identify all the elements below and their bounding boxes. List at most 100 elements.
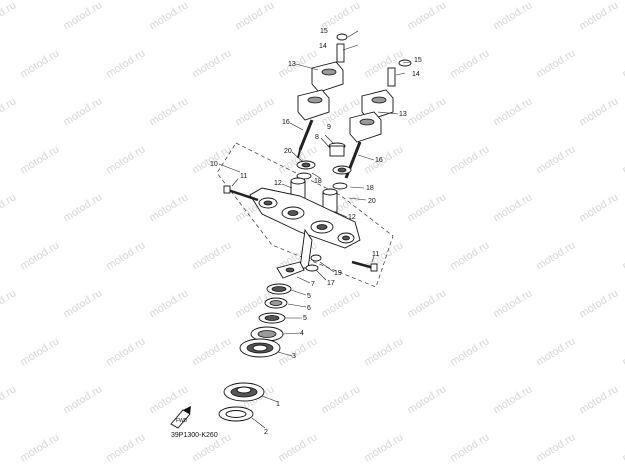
watermark-text: motod.ru: [405, 191, 448, 224]
callout-19: 19: [334, 270, 342, 277]
watermark-text: motod.ru: [18, 431, 61, 464]
watermark-text: motod.ru: [319, 383, 362, 416]
callout-14a: 14: [319, 43, 327, 50]
callout-6: 6: [307, 305, 311, 312]
callout-17: 17: [327, 280, 335, 287]
callout-16a: 16: [282, 119, 290, 126]
watermark-text: motod.ru: [0, 95, 18, 128]
watermark-text: motod.ru: [61, 287, 104, 320]
watermark-text: motod.ru: [0, 383, 18, 416]
watermark-text: motod.ru: [534, 47, 577, 80]
watermark-text: motod.ru: [448, 47, 491, 80]
watermark-text: motod.ru: [448, 431, 491, 464]
watermark-text: motod.ru: [18, 143, 61, 176]
watermark-text: motod.ru: [18, 335, 61, 368]
callout-20b: 20: [368, 198, 376, 205]
watermark-text: motod.ru: [104, 335, 147, 368]
watermark-text: motod.ru: [491, 0, 534, 33]
watermark-text: motod.ru: [61, 0, 104, 33]
watermark-text: motod.ru: [362, 431, 405, 464]
callout-18b: 18: [366, 185, 374, 192]
watermark-text: motod.ru: [147, 191, 190, 224]
watermark-text: motod.ru: [104, 143, 147, 176]
watermark-text: motod.ru: [577, 383, 620, 416]
bearing-stack: [218, 261, 305, 422]
watermark-text: motod.ru: [190, 47, 233, 80]
watermark-text: motod.ru: [0, 191, 18, 224]
callout-11b: 11: [372, 251, 379, 258]
watermark-text: motod.ru: [147, 95, 190, 128]
callout-5b: 5: [303, 315, 307, 322]
watermark-text: motod.ru: [534, 431, 577, 464]
watermark-text: motod.ru: [620, 239, 625, 272]
dampers-washers: [290, 142, 352, 213]
watermark-text: motod.ru: [104, 239, 147, 272]
watermark-text: motod.ru: [620, 431, 625, 464]
watermark-text: motod.ru: [18, 239, 61, 272]
watermark-text: motod.ru: [577, 95, 620, 128]
watermark-text: motod.ru: [190, 239, 233, 272]
callout-1: 1: [276, 401, 280, 408]
leader-lines: [218, 30, 411, 429]
callout-7: 7: [311, 281, 315, 288]
callout-4: 4: [300, 330, 304, 337]
watermark-text: motod.ru: [534, 335, 577, 368]
callout-numbers: 1 2 3 4 5 6 5 7 8 9 10 11 11 12 12 13 13…: [210, 28, 422, 436]
watermark-text: motod.ru: [18, 47, 61, 80]
watermark-text: motod.ru: [491, 191, 534, 224]
callout-18a: 18: [314, 178, 322, 185]
watermark-text: motod.ru: [147, 287, 190, 320]
fwd-arrow-icon: FWD: [170, 406, 191, 429]
watermark-text: motod.ru: [276, 431, 319, 464]
watermark-text: motod.ru: [362, 335, 405, 368]
watermark-text: motod.ru: [276, 143, 319, 176]
watermark-text: motod.ru: [362, 143, 405, 176]
stem-washers: [305, 254, 322, 272]
callout-14b: 14: [412, 71, 420, 78]
fwd-label: FWD: [176, 418, 188, 424]
watermark-text: motod.ru: [405, 287, 448, 320]
callout-10: 10: [210, 161, 218, 168]
watermark-text: motod.ru: [0, 287, 18, 320]
watermark-text: motod.ru: [0, 0, 18, 33]
callout-11a: 11: [240, 173, 247, 180]
callout-20a: 20: [284, 148, 292, 155]
watermark-text: motod.ru: [577, 0, 620, 33]
callout-5a: 5: [307, 293, 311, 300]
watermark-text: motod.ru: [104, 47, 147, 80]
watermark-text: motod.ru: [319, 287, 362, 320]
watermark-text: motod.ru: [233, 95, 276, 128]
callout-12b: 12: [348, 214, 356, 221]
callout-16b: 16: [375, 157, 383, 164]
watermark-text: motod.ru: [491, 287, 534, 320]
watermark-text: motod.ru: [61, 383, 104, 416]
callout-15b: 15: [414, 57, 422, 64]
callout-2: 2: [264, 429, 268, 436]
callout-13b: 13: [399, 111, 407, 118]
watermark-text: motod.ru: [534, 143, 577, 176]
watermark-text: motod.ru: [491, 95, 534, 128]
callout-13a: 13: [288, 61, 296, 68]
callout-12a: 12: [274, 180, 282, 187]
watermark-text: motod.ru: [233, 0, 276, 33]
under-bracket: [223, 185, 378, 272]
callout-9: 9: [327, 124, 331, 131]
callout-3: 3: [292, 353, 296, 360]
left-handle-holder: [297, 33, 348, 159]
watermark-text: motod.ru: [577, 191, 620, 224]
watermark-text: motod.ru: [620, 143, 625, 176]
watermark-text: motod.ru: [61, 191, 104, 224]
watermark-text: motod.ru: [620, 335, 625, 368]
watermark-text: motod.ru: [448, 239, 491, 272]
watermark-text: motod.ru: [276, 335, 319, 368]
callout-8: 8: [315, 134, 319, 141]
watermark-text: motod.ru: [577, 287, 620, 320]
watermark-text: motod.ru: [104, 431, 147, 464]
callout-15a: 15: [320, 28, 328, 35]
watermark-text: motod.ru: [448, 143, 491, 176]
watermark-text: motod.ru: [61, 95, 104, 128]
watermark-text: motod.ru: [448, 335, 491, 368]
watermark-text: motod.ru: [405, 0, 448, 33]
watermark-text: motod.ru: [190, 143, 233, 176]
